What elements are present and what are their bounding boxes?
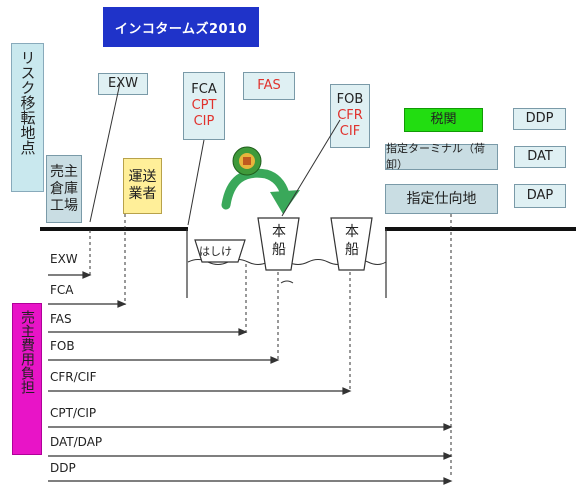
row-label-fas: FAS	[50, 312, 72, 326]
lighter-label: はしけ	[199, 243, 232, 259]
fca-pointer	[188, 140, 204, 225]
row-label-cfr-cif: CFR/CIF	[50, 370, 96, 384]
fob-pointer	[282, 120, 340, 216]
row-label-cpt-cip: CPT/CIP	[50, 406, 96, 420]
ship-1-label: 本船	[270, 223, 288, 259]
row-label-ddp: DDP	[50, 461, 76, 475]
row-label-dat-dap: DAT/DAP	[50, 435, 102, 449]
row-label-fca: FCA	[50, 283, 74, 297]
ship-2-label: 本船	[343, 223, 361, 259]
exw-pointer	[90, 83, 120, 222]
row-label-exw: EXW	[50, 252, 78, 266]
row-label-fob: FOB	[50, 339, 75, 353]
